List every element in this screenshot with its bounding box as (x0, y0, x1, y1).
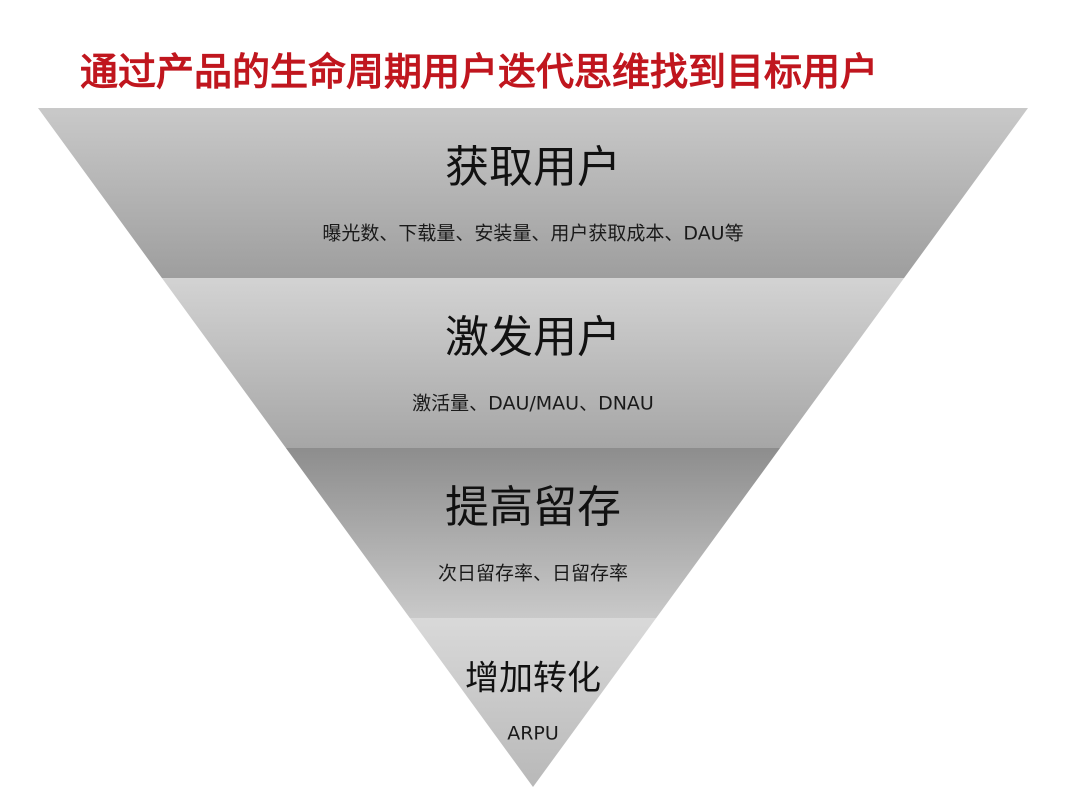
funnel-stage-4-title: 增加转化 (465, 659, 601, 699)
funnel-stage-2-metrics: 激活量、DAU/MAU、DNAU (412, 393, 654, 415)
funnel-stage-3-band (285, 448, 781, 618)
funnel-stage-2-band (161, 278, 905, 448)
funnel-stage-3-title: 提高留存 (445, 482, 621, 533)
funnel-stage-2-title: 激发用户 (445, 312, 621, 363)
funnel-stage-4-metrics: ARPU (507, 723, 559, 745)
funnel-stage-1-band (38, 108, 1028, 278)
funnel-stage-1-metrics: 曝光数、下载量、安装量、用户获取成本、DAU等 (322, 223, 743, 245)
funnel-stage-4-band (409, 618, 657, 787)
main-title: 通过产品的生命周期用户迭代思维找到目标用户 (80, 50, 879, 94)
funnel-stage-3-metrics: 次日留存率、日留存率 (438, 563, 628, 585)
funnel-stage-1-title: 获取用户 (445, 142, 621, 193)
